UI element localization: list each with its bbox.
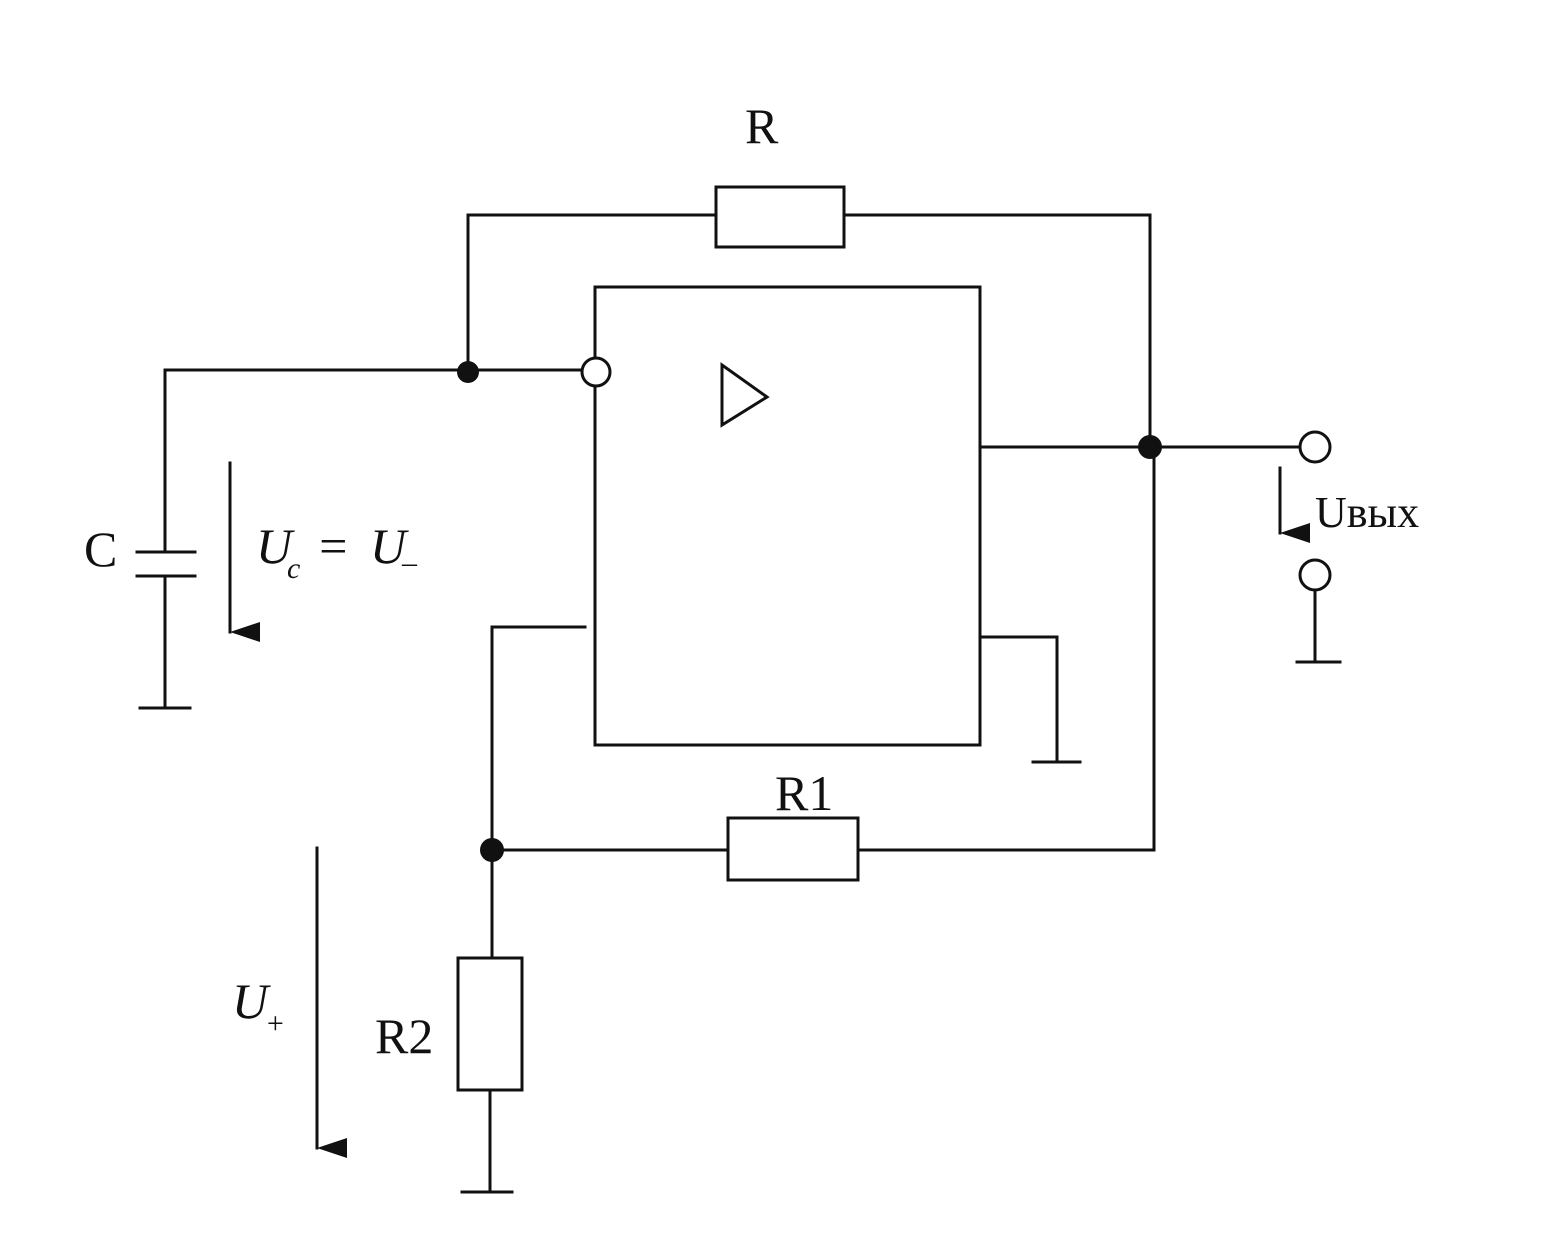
label-um-main: U xyxy=(370,518,409,574)
label-c: C xyxy=(84,521,117,577)
label-r1: R1 xyxy=(775,765,833,821)
wire-r1-right xyxy=(856,445,1156,852)
wire-r-left xyxy=(466,213,718,374)
label-uc-eq: = xyxy=(316,518,350,574)
resistor-r2 xyxy=(456,956,524,1092)
op-amp-symbol-triangle-icon xyxy=(720,362,770,428)
label-uc-main: U xyxy=(256,518,295,574)
output-terminal-bottom xyxy=(1298,558,1332,592)
wire-opamp-ground xyxy=(978,635,1059,764)
label-uplus-sub: + xyxy=(265,1007,285,1040)
label-um-sub: – xyxy=(401,546,418,579)
op-amp-body xyxy=(593,285,982,747)
output-terminal-top xyxy=(1298,430,1332,464)
inverting-input-bubble xyxy=(580,356,612,388)
label-uc-sub: c xyxy=(287,552,300,585)
label-uc-equals-uminus: U c = U – xyxy=(256,518,418,585)
wire-inverting-input xyxy=(163,368,584,552)
node-output xyxy=(1138,435,1162,459)
label-r: R xyxy=(745,98,779,154)
wire-r-right xyxy=(842,213,1152,449)
node-inverting xyxy=(457,361,479,383)
label-r2: R2 xyxy=(375,1008,433,1064)
resistor-r1 xyxy=(726,816,860,882)
wire-noninverting-input xyxy=(490,625,587,960)
label-uplus-main: U xyxy=(232,973,271,1029)
label-uplus: U + xyxy=(232,973,285,1040)
resistor-r xyxy=(714,185,846,249)
label-uout: Uвых xyxy=(1315,488,1419,537)
